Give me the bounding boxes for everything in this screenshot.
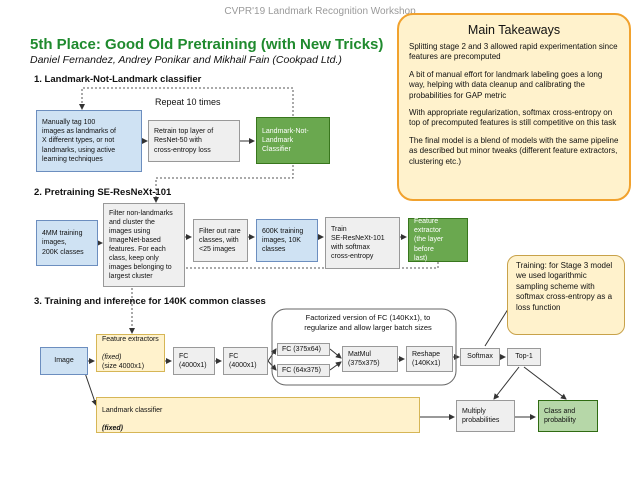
matmul-box: MatMul (375x375) — [342, 346, 398, 372]
fc1-box: FC (4000x1) — [173, 347, 215, 375]
manual-tag-box: Manually tag 100 images as landmarks of … — [36, 110, 142, 172]
factorized-note: Factorized version of FC (140Kx1), to re… — [304, 313, 432, 332]
filter-rare-box: Filter out rare classes, with <25 images — [193, 219, 248, 262]
training-images-box: 4MM training images, 200K classes — [36, 220, 98, 266]
section3-heading: 3. Training and inference for 140K commo… — [34, 296, 266, 307]
takeaway-item: With appropriate regularization, softmax… — [409, 107, 617, 128]
repeat-label: Repeat 10 times — [155, 97, 221, 107]
feature-extractor-box: Feature extractor (the layer before last… — [408, 218, 468, 262]
section1-heading: 1. Landmark-Not-Landmark classifier — [34, 74, 202, 85]
train-seresnext-box: Train SE-ResNeXt-101 with softmax cross-… — [325, 217, 400, 269]
stage3-training-note: Training: for Stage 3 model we used loga… — [507, 255, 625, 335]
feature-extractors-box: Feature extractors (fixed) (size 4000x1) — [96, 334, 165, 372]
poster-title: 5th Place: Good Old Pretraining (with Ne… — [30, 36, 384, 53]
fc2-box: FC (4000x1) — [223, 347, 268, 375]
section2-heading: 2. Pretraining SE-ResNeXt-101 — [34, 187, 172, 198]
takeaways-title: Main Takeaways — [467, 23, 561, 37]
fc-375x64-box: FC (375x64) — [277, 343, 330, 356]
takeaway-item: A bit of manual effort for landmark labe… — [409, 69, 603, 100]
authors: Daniel Fernandez, Andrey Ponikar and Mik… — [30, 54, 342, 66]
takeaways-panel: Main Takeaways Splitting stage 2 and 3 a… — [397, 13, 631, 201]
softmax-box: Softmax — [460, 348, 500, 366]
output-box: Class and probability — [538, 400, 598, 432]
reshape-box: Reshape (140Kx1) — [406, 346, 453, 372]
takeaway-item: The final model is a blend of models wit… — [409, 135, 619, 166]
landmark-classifier-fixed-box: Landmark classifier (fixed) — [96, 397, 420, 433]
multiply-box: Multiply probabilities — [456, 400, 515, 432]
image-box: Image — [40, 347, 88, 375]
top1-box: Top-1 — [507, 348, 541, 366]
workshop-label: CVPR'19 Landmark Recognition Workshop — [224, 6, 416, 17]
fc-64x375-box: FC (64x375) — [277, 364, 330, 377]
takeaway-item: Splitting stage 2 and 3 allowed rapid ex… — [409, 42, 618, 62]
filter-non-landmarks-box: Filter non-landmarks and cluster the ima… — [103, 203, 185, 287]
600k-images-box: 600K training images, 10K classes — [256, 219, 318, 262]
retrain-box: Retrain top layer of ResNet-50 with cros… — [148, 120, 240, 162]
landmark-classifier-box: Landmark-Not-Landmark Classifier — [256, 117, 330, 164]
